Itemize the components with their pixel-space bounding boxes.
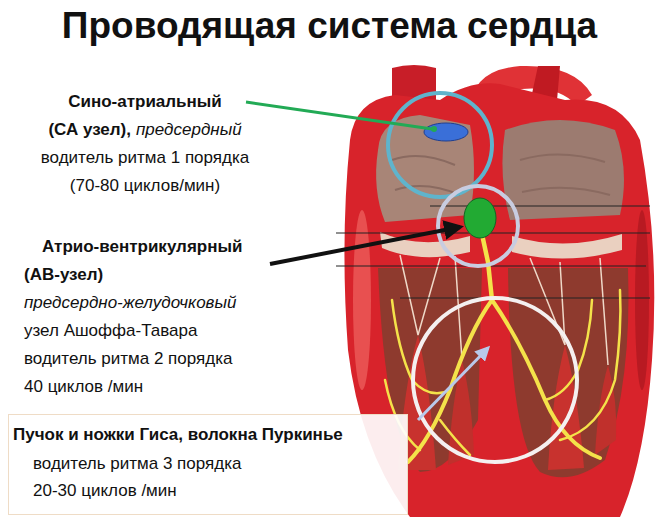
highlight-circles: [438, 186, 518, 266]
heart-body: [353, 210, 371, 390]
slide-rule-lines: [336, 233, 650, 234]
highlight-circles: [388, 93, 492, 197]
label-line: Сино-атриальный: [4, 88, 286, 116]
heart-body: [595, 365, 616, 455]
label-line: (АВ-узел): [24, 261, 314, 289]
annotation-text: (АВ-узел): [24, 265, 103, 284]
annotation-text: водитель ритма 1 порядка: [41, 148, 249, 167]
annotation-text: (СА узел),: [48, 120, 131, 139]
leader-lines: [246, 102, 488, 420]
leader-lines: [418, 348, 488, 420]
node-markers: [424, 123, 496, 238]
node-markers: [464, 198, 496, 238]
label-line: 40 циклов /мин: [24, 373, 314, 401]
leader-lines: [431, 126, 437, 132]
annotation-text: Сино-атриальный: [68, 92, 222, 111]
label-line: (70-80 циклов/мин): [4, 172, 286, 200]
label-line: узел Ашоффа-Тавара: [24, 317, 314, 345]
label-group: Сино-атриальный (СА узел), предсердный води…: [4, 88, 286, 200]
slide-rule-lines: [400, 298, 650, 299]
label-group: Атрио-вентрикулярный (АВ-узел) предсердно-…: [24, 233, 314, 401]
annotation-text: узел Ашоффа-Тавара: [24, 321, 197, 340]
conduction-system: [385, 225, 620, 462]
annotation-text: водитель ритма 2 порядка: [24, 349, 232, 368]
leader-lines: [246, 102, 432, 129]
box-heading: Пучок и ножки Гиса, волокна Пуркинье: [13, 423, 343, 447]
heart-body: [508, 268, 629, 477]
heart-body: [392, 154, 610, 195]
callout-box: Пучок и ножки Гиса, волокна Пуркинье води…: [8, 414, 408, 515]
conduction-system: [545, 300, 592, 400]
heart-body: [512, 234, 622, 259]
heart-body: [400, 255, 608, 365]
box-body: водитель ритма 3 порядка 20-30 циклов /м…: [33, 450, 263, 504]
annotation-text: предсердно-желудочковый: [24, 293, 236, 312]
highlight-circles: [388, 93, 577, 462]
node-markers: [424, 123, 468, 141]
label-line: водитель ритма 1 порядка: [4, 144, 286, 172]
annotation-text: 40 циклов /мин: [24, 377, 143, 396]
title: Проводящая система сердца: [0, 4, 659, 48]
annotation-text: (70-80 циклов/мин): [70, 176, 220, 195]
conduction-system: [492, 300, 600, 458]
label-line: Атрио-вентрикулярный: [24, 233, 314, 261]
annotation-text: предсердный: [136, 120, 242, 139]
label-line: водитель ритма 2 порядка: [24, 345, 314, 373]
label-line: предсердно-желудочковый: [24, 289, 314, 317]
annotation-text: Атрио-вентрикулярный: [42, 237, 242, 256]
label-line: (СА узел), предсердный: [4, 116, 286, 144]
leader-lines: [270, 227, 460, 264]
heart-body: [548, 345, 584, 470]
slide-rule-lines: [430, 206, 650, 207]
heart-body: [502, 120, 624, 220]
highlight-circles: [413, 298, 577, 462]
conduction-system: [408, 300, 492, 462]
heart-body: [635, 210, 649, 390]
